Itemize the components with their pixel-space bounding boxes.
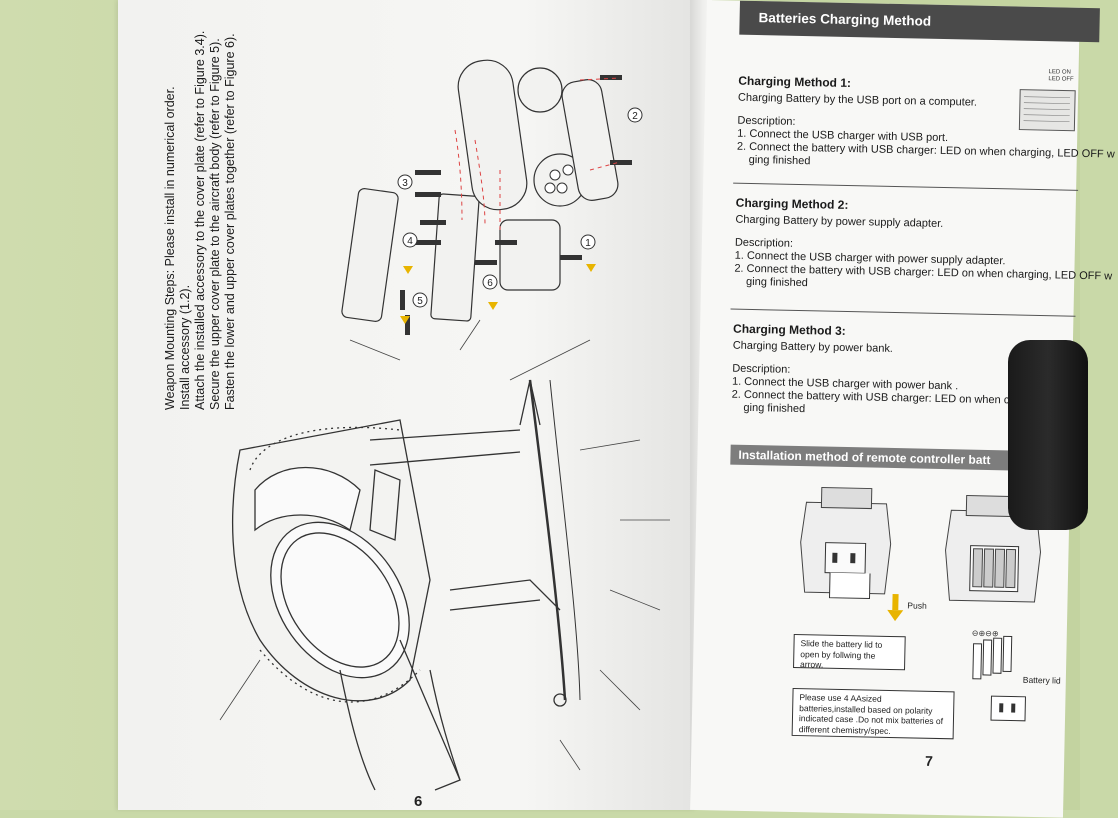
charging-method-3: Charging Method 3: Charging Battery by p…	[731, 321, 1026, 416]
divider	[730, 308, 1076, 317]
controller-open-illustration	[945, 495, 1042, 603]
battery-lid-label: Battery lid	[1022, 674, 1061, 686]
push-label: Push	[907, 600, 927, 611]
push-arrow-icon	[887, 594, 904, 622]
battery-lid-illustration	[990, 695, 1026, 722]
charging-method-1: Charging Method 1: Charging Battery by t…	[736, 73, 1115, 168]
instruction-line: Install accessory (1.2).	[178, 284, 192, 410]
slide-note: Slide the battery lid to open by follwin…	[793, 633, 906, 671]
section-header: Batteries Charging Method	[739, 0, 1100, 43]
step-marker: 2	[632, 111, 638, 122]
instruction-line: Weapon Mounting Steps: Please install in…	[163, 86, 177, 410]
step-marker: 3	[402, 178, 408, 189]
step-marker: 6	[487, 278, 493, 289]
laptop-illustration	[1018, 89, 1076, 132]
svg-text:⊖⊕⊖⊕: ⊖⊕⊖⊕	[972, 629, 999, 639]
step-marker: 5	[417, 296, 423, 307]
aa-batteries-illustration: ⊖⊕⊖⊕	[972, 629, 1013, 680]
page-number-right: 7	[924, 752, 934, 769]
charging-method-2: Charging Method 2: Charging Battery by p…	[734, 195, 1113, 290]
battery-note: Please use 4 AAsized batteries,installed…	[791, 687, 955, 740]
step-marker: 4	[407, 236, 413, 247]
step-marker: 1	[585, 238, 591, 249]
manual-right-page: Batteries Charging Method LED ON LED OFF…	[690, 0, 1115, 818]
divider	[733, 182, 1079, 191]
charger-device	[1008, 340, 1088, 530]
helicopter-weapon-assembly-diagram: 5 4 3 6 1 2	[219, 59, 670, 791]
controller-back-illustration	[800, 487, 892, 600]
page-number-left: 6	[414, 793, 423, 810]
